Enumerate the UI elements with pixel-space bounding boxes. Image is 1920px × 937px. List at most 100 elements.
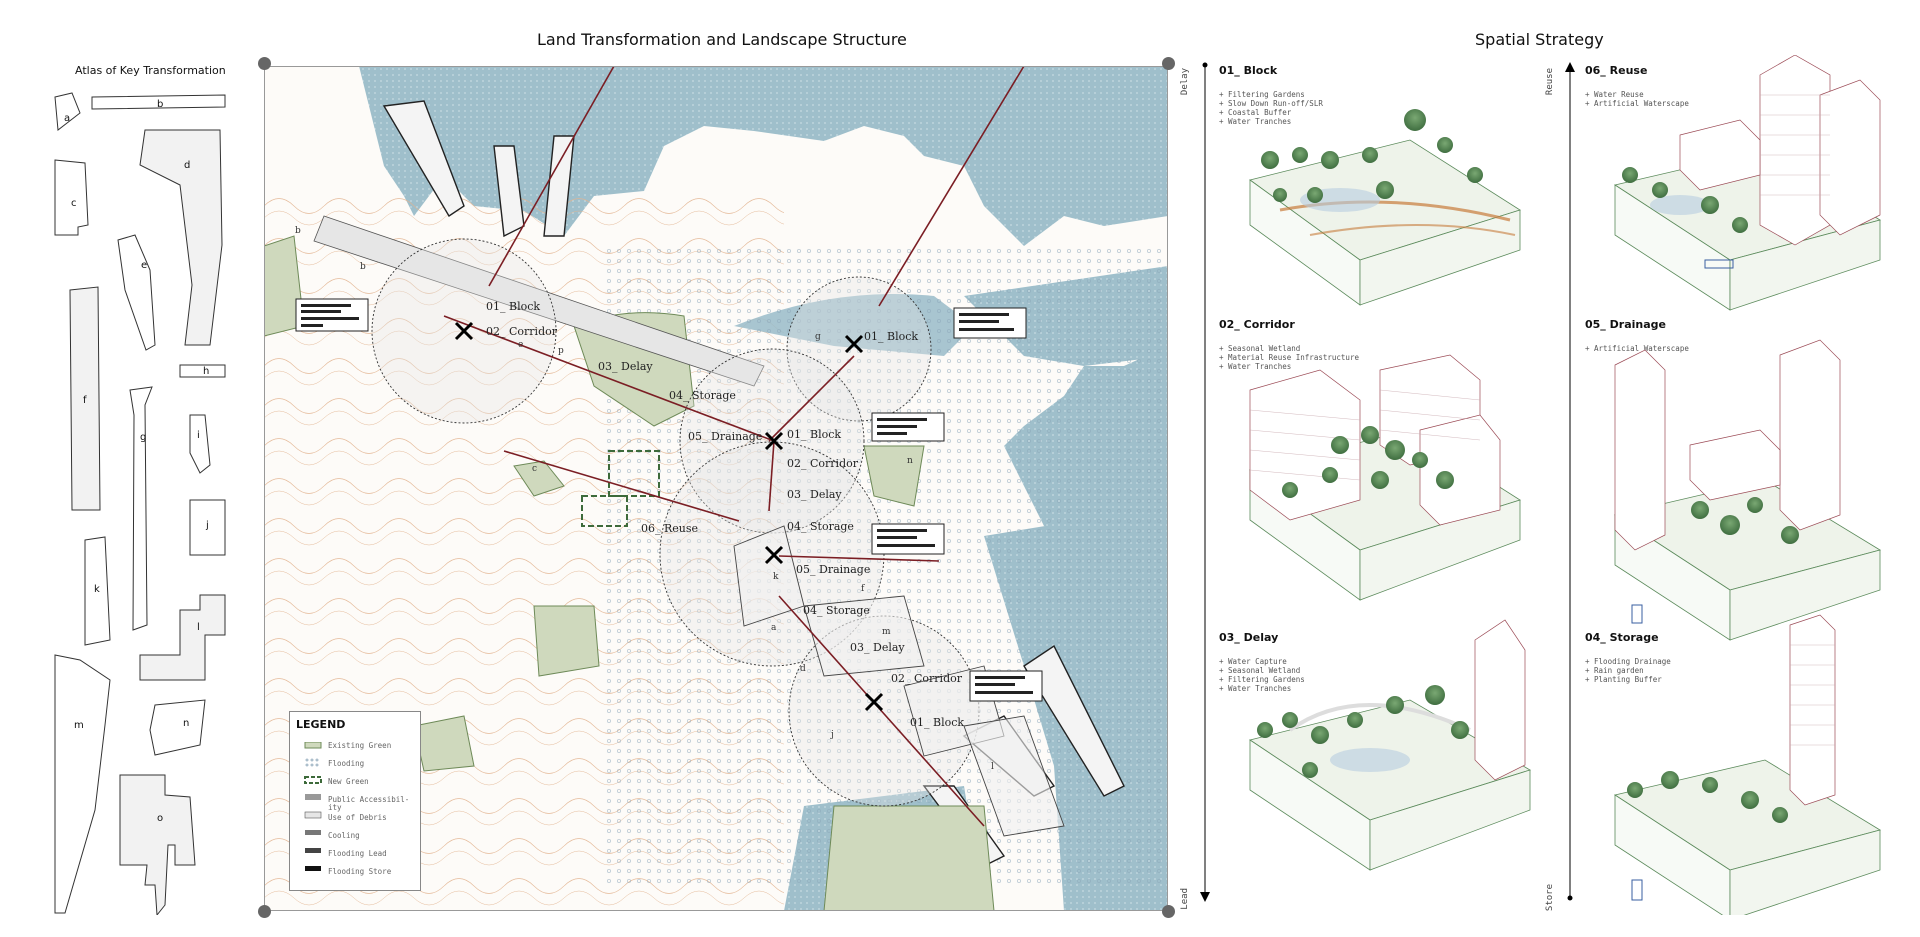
strategy-bullets-storage: + Flooding Drainage+ Rain garden+ Planti… xyxy=(1585,657,1671,684)
atlas-shape-i xyxy=(189,414,211,474)
atlas-label: m xyxy=(74,720,84,731)
illustration-reuse xyxy=(1613,55,1882,311)
atlas-shape-o xyxy=(119,774,196,915)
map-label: 01_ Block xyxy=(864,330,919,343)
map-label: 05_ Drainage xyxy=(688,430,763,443)
map-label: 03_ Delay xyxy=(850,641,905,654)
strategy-title-drainage: 05_ Drainage xyxy=(1585,318,1666,331)
atlas-shape-j xyxy=(189,499,226,556)
atlas-shape-d xyxy=(139,129,223,346)
map-letter: b xyxy=(360,262,366,272)
map-label: 02_ Corridor xyxy=(891,672,962,685)
illustration-drainage xyxy=(1613,339,1882,641)
map-label: 02_ Corridor xyxy=(787,457,858,470)
atlas-label: d xyxy=(184,160,191,171)
map-label: 02_ Corridor xyxy=(486,325,557,338)
map-label: 01_ Block xyxy=(486,300,541,313)
strategy-bullets-block: + Filtering Gardens+ Slow Down Run-off/S… xyxy=(1219,90,1323,126)
illustration-block xyxy=(1249,109,1521,306)
legend-item: New Green xyxy=(328,777,369,786)
legend-item: Flooding xyxy=(328,759,365,768)
strategy-title-corridor: 02_ Corridor xyxy=(1219,318,1295,331)
legend-swatch-existing-green xyxy=(304,742,322,749)
map-label: 04_ Storage xyxy=(803,604,870,617)
legend-swatch-cooling xyxy=(305,830,321,835)
map-letter: m xyxy=(882,627,891,637)
map-letter: k xyxy=(773,572,779,582)
map-letter: d xyxy=(800,664,806,674)
legend-title: LEGEND xyxy=(296,718,346,731)
map-label: 04_ Storage xyxy=(669,389,736,402)
legend-swatch-flooding xyxy=(305,758,319,767)
map-letter: c xyxy=(532,464,538,474)
map-letter: f xyxy=(861,584,865,594)
atlas-label: i xyxy=(197,430,200,441)
map-label: 05_ Drainage xyxy=(796,563,871,576)
strategy-title-storage: 04_ Storage xyxy=(1585,631,1659,644)
legend-swatch-debris xyxy=(304,811,322,819)
strategy-bullets-corridor: + Seasonal Wetland+ Material Reuse Infra… xyxy=(1219,344,1359,371)
legend-swatch-flooding-store xyxy=(305,866,321,871)
legend-item: Cooling xyxy=(328,831,360,840)
map-letter: j xyxy=(831,730,834,740)
map-label: 03_ Delay xyxy=(598,360,653,373)
atlas-shape-g xyxy=(129,386,153,631)
illustration-corridor xyxy=(1249,354,1521,601)
legend-swatch-public-access xyxy=(305,794,321,800)
map-corner-dot xyxy=(258,905,271,918)
map-letter: g xyxy=(815,332,821,342)
map-corner-dot xyxy=(258,57,271,70)
legend-swatch-new-green xyxy=(304,776,322,784)
atlas-label: j xyxy=(206,520,209,531)
map-label: 03_ Delay xyxy=(787,488,842,501)
atlas-shape-m xyxy=(54,654,111,914)
legend-item: Public Accessibil- ity xyxy=(328,795,410,812)
map-legend: LEGEND Existing Green Flooding New Green… xyxy=(289,711,421,891)
axis-lead: Lead xyxy=(1180,888,1190,910)
map-label: 01_ Block xyxy=(910,716,965,729)
atlas-shape-f xyxy=(69,286,101,511)
atlas-label: k xyxy=(94,584,100,595)
atlas-label: o xyxy=(157,813,164,824)
atlas-shape-h xyxy=(179,364,226,378)
legend-swatch-flooding-lead xyxy=(305,848,321,853)
map-label: 01_ Block xyxy=(787,428,842,441)
map-letter: n xyxy=(907,456,913,466)
strategy-title-delay: 03_ Delay xyxy=(1219,631,1279,644)
atlas-label: h xyxy=(203,366,210,377)
map-letter: l xyxy=(991,762,994,772)
main-title: Land Transformation and Landscape Struct… xyxy=(537,30,907,49)
strategy-bullets-drainage: + Artificial Waterscape xyxy=(1585,344,1689,353)
legend-item: Flooding Lead xyxy=(328,849,387,858)
strategy-axes xyxy=(1200,62,1575,902)
atlas-shape-l xyxy=(139,594,226,681)
atlas-shape-a xyxy=(54,92,81,131)
atlas-shapes xyxy=(54,92,226,915)
map-letter: p xyxy=(558,346,564,356)
map-corner-dot xyxy=(1162,57,1175,70)
map-label: 04_ Storage xyxy=(787,520,854,533)
legend-item: Use of Debris xyxy=(328,813,387,822)
illustration-storage xyxy=(1613,614,1882,915)
legend-item: Existing Green xyxy=(328,741,392,750)
map-letter: b xyxy=(295,226,301,236)
legend-item: Flooding Store xyxy=(328,867,392,876)
axis-reuse: Reuse xyxy=(1545,68,1555,96)
legend-swatches xyxy=(304,742,322,871)
strategy-title-reuse: 06_ Reuse xyxy=(1585,64,1648,77)
map-label: 06_ Reuse xyxy=(641,522,699,535)
site-map xyxy=(264,66,1168,911)
atlas-shape-c xyxy=(54,159,89,236)
atlas-label: e xyxy=(141,260,148,271)
atlas-shape-n xyxy=(149,699,206,756)
atlas-title: Atlas of Key Transformation xyxy=(75,64,226,77)
strategy-illustrations-left xyxy=(1249,109,1531,871)
atlas-label: b xyxy=(157,99,164,110)
strategy-illustrations-right xyxy=(1613,55,1882,915)
strategy-title: Spatial Strategy xyxy=(1475,30,1604,49)
atlas-shape-e xyxy=(117,234,156,351)
atlas-label: f xyxy=(83,395,87,406)
illustration-delay xyxy=(1249,619,1531,871)
atlas-shape-k xyxy=(84,536,111,646)
atlas-label: a xyxy=(64,113,71,124)
